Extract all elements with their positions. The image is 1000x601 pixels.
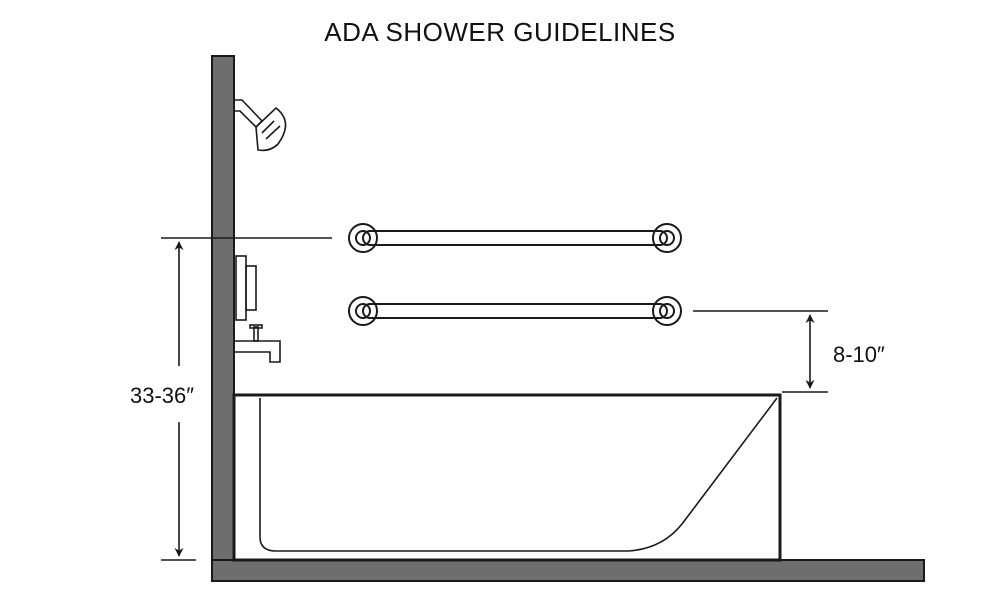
lower-grab-bar (348, 296, 682, 326)
diagram-title: ADA SHOWER GUIDELINES (324, 17, 675, 47)
bathtub-outer (232, 393, 782, 562)
bathtub-basin (259, 397, 778, 552)
wall (211, 55, 235, 561)
tub-spout-icon (234, 324, 281, 363)
shower-head-icon (234, 99, 287, 152)
bathtub (232, 393, 782, 562)
floor (211, 559, 925, 582)
bar-above-rim-label: 8-10″ (833, 342, 885, 367)
upper-grab-bar (348, 223, 682, 253)
shower-valve-icon (235, 255, 257, 321)
grab-bar-height-label: 33-36″ (130, 383, 194, 408)
